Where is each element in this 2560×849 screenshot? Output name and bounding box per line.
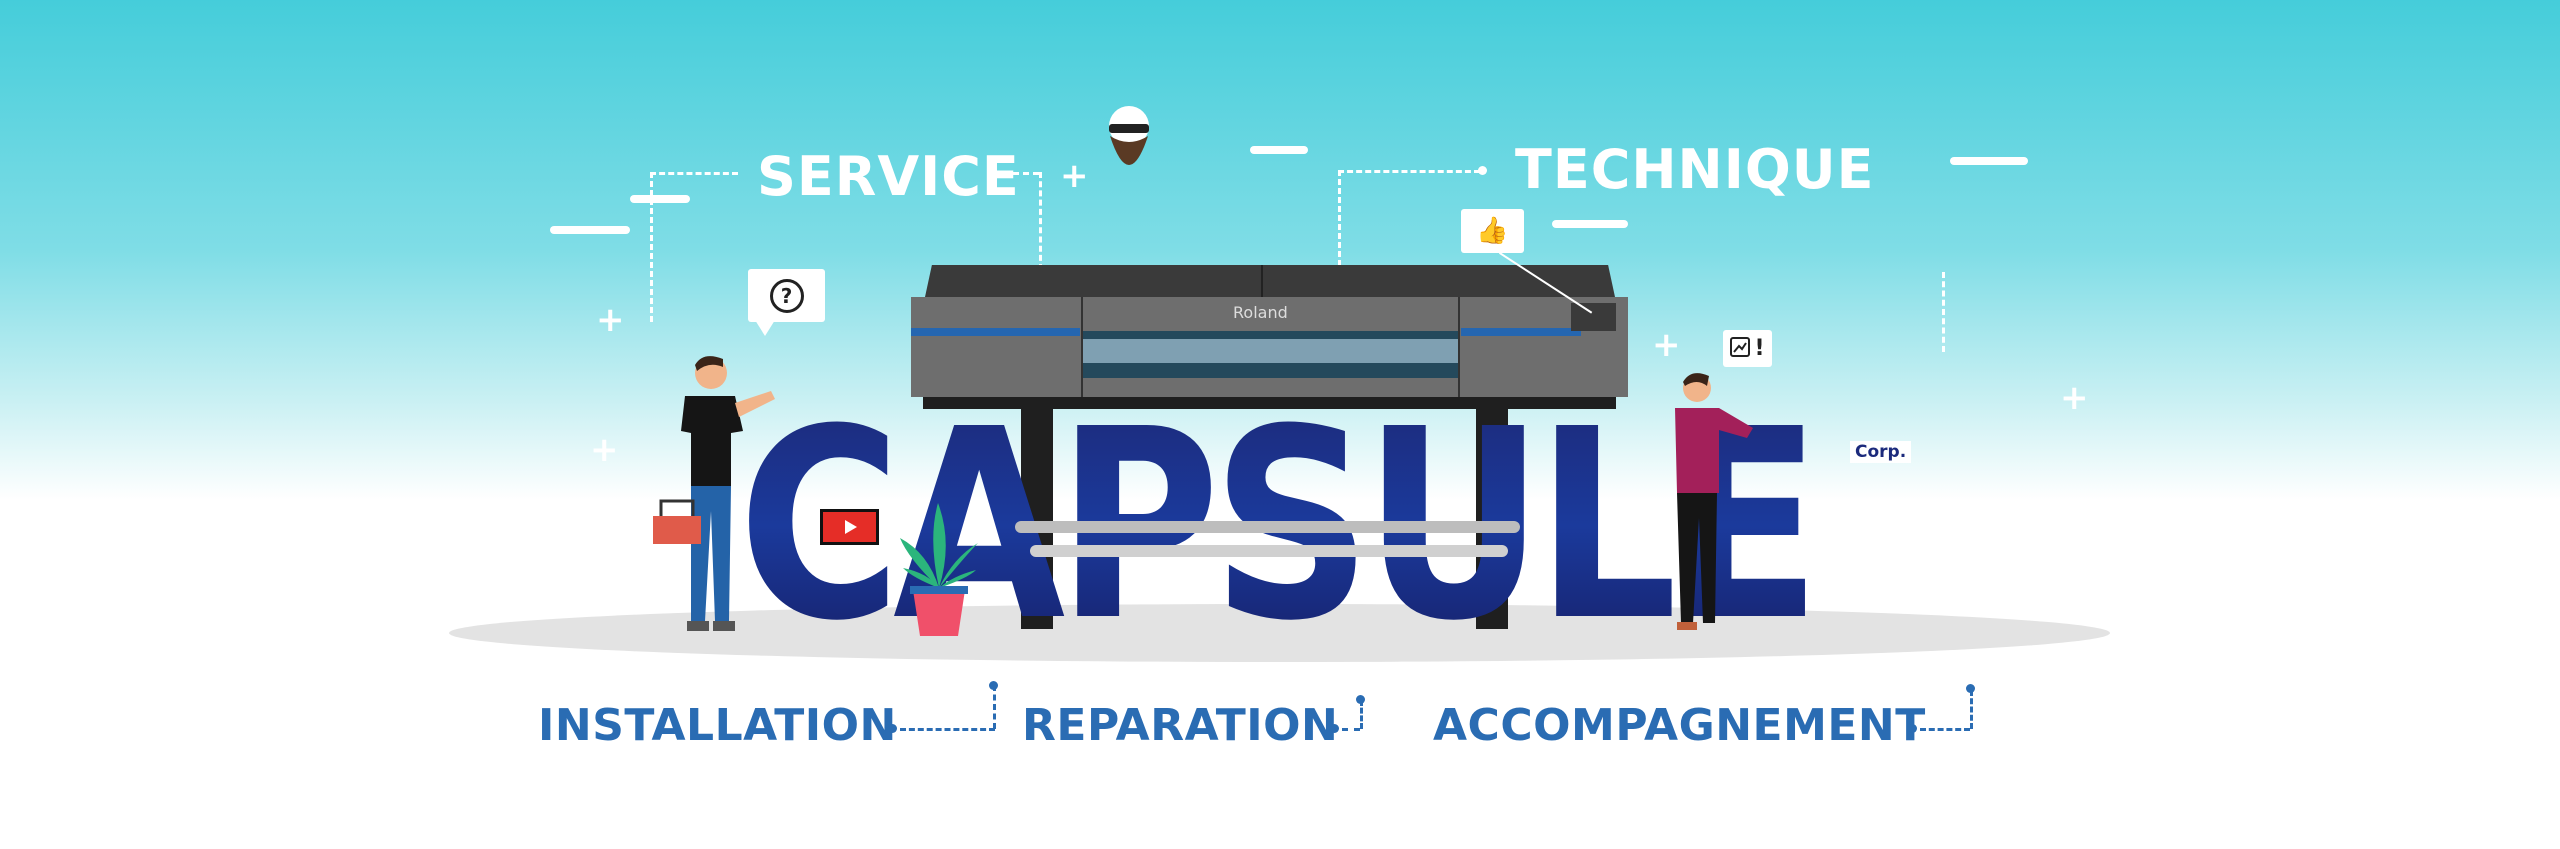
connector-dot: [1966, 684, 1975, 693]
plus-icon: +: [590, 430, 619, 470]
headline-technique: TECHNIQUE: [1515, 138, 1875, 201]
plus-icon: +: [596, 300, 625, 340]
printer-rails: [1030, 545, 1508, 557]
alert-mark: !: [1754, 336, 1765, 361]
connector-dot: [1478, 166, 1487, 175]
connector-line: [1338, 170, 1480, 173]
connector-line: [650, 172, 653, 322]
cloud: [630, 195, 690, 203]
chart-alert-bubble: !: [1723, 330, 1772, 367]
corp-label: Corp.: [1850, 441, 1912, 463]
connector-line: [1342, 728, 1360, 731]
service-accompagnement: ACCOMPAGNEMENT: [1433, 700, 1926, 751]
plus-icon: +: [1060, 156, 1089, 196]
plant-illustration: [898, 498, 980, 638]
connector-dot: [1908, 724, 1917, 733]
bearded-sunglasses-icon: [1104, 104, 1154, 184]
printer: Roland: [911, 265, 1628, 630]
connector-dot: [989, 681, 998, 690]
connector-dot: [1330, 724, 1339, 733]
cloud: [1250, 146, 1308, 154]
plus-icon: +: [2060, 378, 2089, 418]
printer-brand-logo: Roland: [1233, 303, 1288, 322]
youtube-play-icon[interactable]: [820, 509, 879, 545]
cloud: [550, 226, 630, 234]
connector-line: [1942, 272, 1945, 352]
thumbs-up-icon: 👍: [1476, 216, 1509, 246]
technician-left-illustration: [643, 351, 793, 636]
service-reparation: REPARATION: [1022, 700, 1339, 751]
plus-icon: +: [1652, 325, 1681, 365]
connector-dot: [1356, 695, 1365, 704]
bubble-tail: [755, 320, 775, 336]
cloud: [1552, 220, 1628, 228]
connector-line: [1338, 170, 1341, 275]
connector-line: [900, 728, 995, 731]
thumbs-up-bubble: 👍: [1461, 209, 1524, 253]
connector-line: [1039, 172, 1042, 307]
cloud: [1950, 157, 2028, 165]
service-installation: INSTALLATION: [538, 700, 897, 751]
connector-line: [1360, 700, 1363, 729]
connector-line: [1003, 172, 1039, 175]
trend-chart-icon: [1730, 336, 1751, 361]
question-mark-icon: ?: [769, 278, 804, 313]
connector-line: [993, 685, 996, 729]
connector-line: [650, 172, 738, 175]
connector-dot: [888, 724, 897, 733]
question-bubble: ?: [748, 269, 825, 322]
headline-service: SERVICE: [757, 145, 1020, 208]
connector-line: [1920, 728, 1970, 731]
connector-line: [1970, 690, 1973, 729]
technician-right-illustration: [1657, 368, 1757, 634]
printer-rails: [1015, 521, 1520, 533]
